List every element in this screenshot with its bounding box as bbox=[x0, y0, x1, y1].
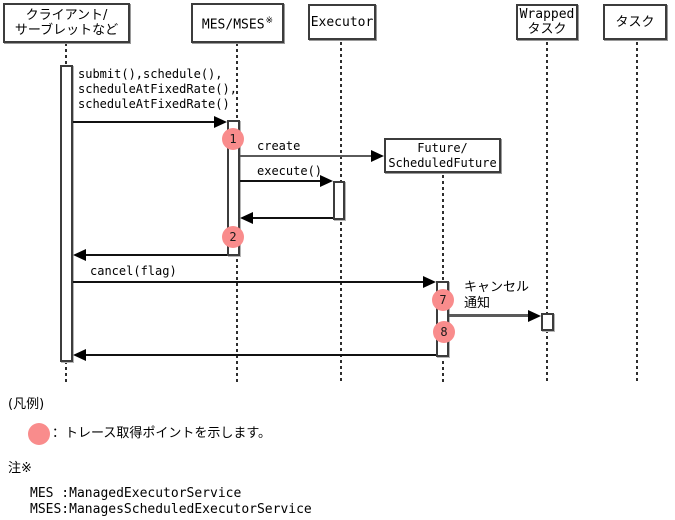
trace-point-1-icon: 1 bbox=[222, 128, 244, 150]
future-label-line1: Future/ bbox=[417, 140, 468, 155]
activation-wrapped bbox=[541, 313, 554, 331]
arrowhead-icon bbox=[528, 310, 541, 322]
activation-client bbox=[60, 65, 73, 362]
lifeline-wrapped bbox=[546, 42, 548, 382]
message-label-execute: execute() bbox=[257, 164, 323, 178]
activation-mes bbox=[227, 120, 240, 256]
actor-client-label-line1: クライアント/ bbox=[25, 8, 108, 23]
actor-task-label: タスク bbox=[615, 14, 655, 30]
message-arrow-submit bbox=[73, 116, 227, 128]
note-reference-mark: ※ bbox=[265, 15, 274, 26]
actor-executor-box: Executor bbox=[308, 4, 376, 40]
trace-point-7-number: 7 bbox=[439, 293, 447, 307]
submit-line1: submit(),schedule(), bbox=[78, 67, 223, 81]
actor-task-box: タスク bbox=[603, 4, 667, 40]
message-arrow-cancel bbox=[73, 276, 436, 288]
legend-description: ：トレース取得ポイントを示します。 bbox=[52, 426, 272, 441]
message-return-executor bbox=[240, 212, 333, 224]
trace-point-8-number: 8 bbox=[440, 325, 448, 339]
message-arrow-execute bbox=[240, 175, 333, 187]
submit-line2: scheduleAtFixedRate(), bbox=[78, 82, 237, 96]
actor-wrapped-task-box: Wrapped タスク bbox=[516, 4, 578, 40]
trace-point-8-icon: 8 bbox=[433, 321, 455, 343]
actor-wrapped-label-line1: Wrapped bbox=[519, 7, 575, 22]
arrowhead-icon bbox=[214, 116, 227, 128]
arrowhead-icon bbox=[371, 150, 384, 162]
message-label-cancel: cancel(flag) bbox=[90, 264, 177, 278]
future-label-line2: ScheduledFuture bbox=[388, 155, 497, 170]
actor-client-box: クライアント/ サーブレットなど bbox=[3, 3, 130, 43]
message-arrow-cancel-notify bbox=[449, 310, 541, 322]
activation-executor bbox=[333, 181, 345, 220]
message-label-create: create bbox=[257, 139, 301, 153]
actor-client-label-line2: サーブレットなど bbox=[14, 23, 119, 38]
message-return-future bbox=[73, 349, 436, 361]
trace-point-2-icon: 2 bbox=[222, 226, 244, 248]
message-label-submit: submit(),schedule(), scheduleAtFixedRate… bbox=[78, 67, 237, 112]
note-mses-definition: MSES:ManagesScheduledExecutorService bbox=[30, 502, 312, 517]
message-arrow-create bbox=[240, 150, 384, 162]
note-mes-definition: MES :ManagedExecutorService bbox=[30, 486, 242, 501]
trace-point-2-number: 2 bbox=[229, 230, 237, 244]
lifeline-task bbox=[636, 42, 638, 382]
actor-mes-label: MES/MSES bbox=[201, 17, 265, 33]
legend-trace-point-icon bbox=[28, 423, 50, 445]
actor-executor-label: Executor bbox=[310, 14, 374, 30]
cancel-notify-line2: 通知 bbox=[464, 296, 491, 311]
cancel-notify-line1: キャンセル bbox=[464, 280, 530, 295]
message-return-mes bbox=[73, 249, 227, 261]
notes-heading: 注※ bbox=[8, 461, 32, 476]
arrowhead-icon bbox=[73, 249, 86, 261]
arrowhead-icon bbox=[423, 276, 436, 288]
legend-heading: (凡例) bbox=[8, 397, 45, 412]
actor-wrapped-label-line2: タスク bbox=[527, 22, 567, 37]
trace-point-1-number: 1 bbox=[229, 132, 237, 146]
arrowhead-icon bbox=[240, 212, 253, 224]
lifeline-future bbox=[442, 175, 444, 382]
trace-point-7-icon: 7 bbox=[432, 289, 454, 311]
actor-mes-box: MES/MSES※ bbox=[191, 3, 284, 43]
arrowhead-icon bbox=[320, 175, 333, 187]
future-object-box: Future/ ScheduledFuture bbox=[384, 138, 501, 173]
submit-line3: scheduleAtFixedRate() bbox=[78, 97, 230, 111]
message-label-cancel-notify: キャンセル 通知 bbox=[464, 280, 529, 312]
arrowhead-icon bbox=[73, 349, 86, 361]
